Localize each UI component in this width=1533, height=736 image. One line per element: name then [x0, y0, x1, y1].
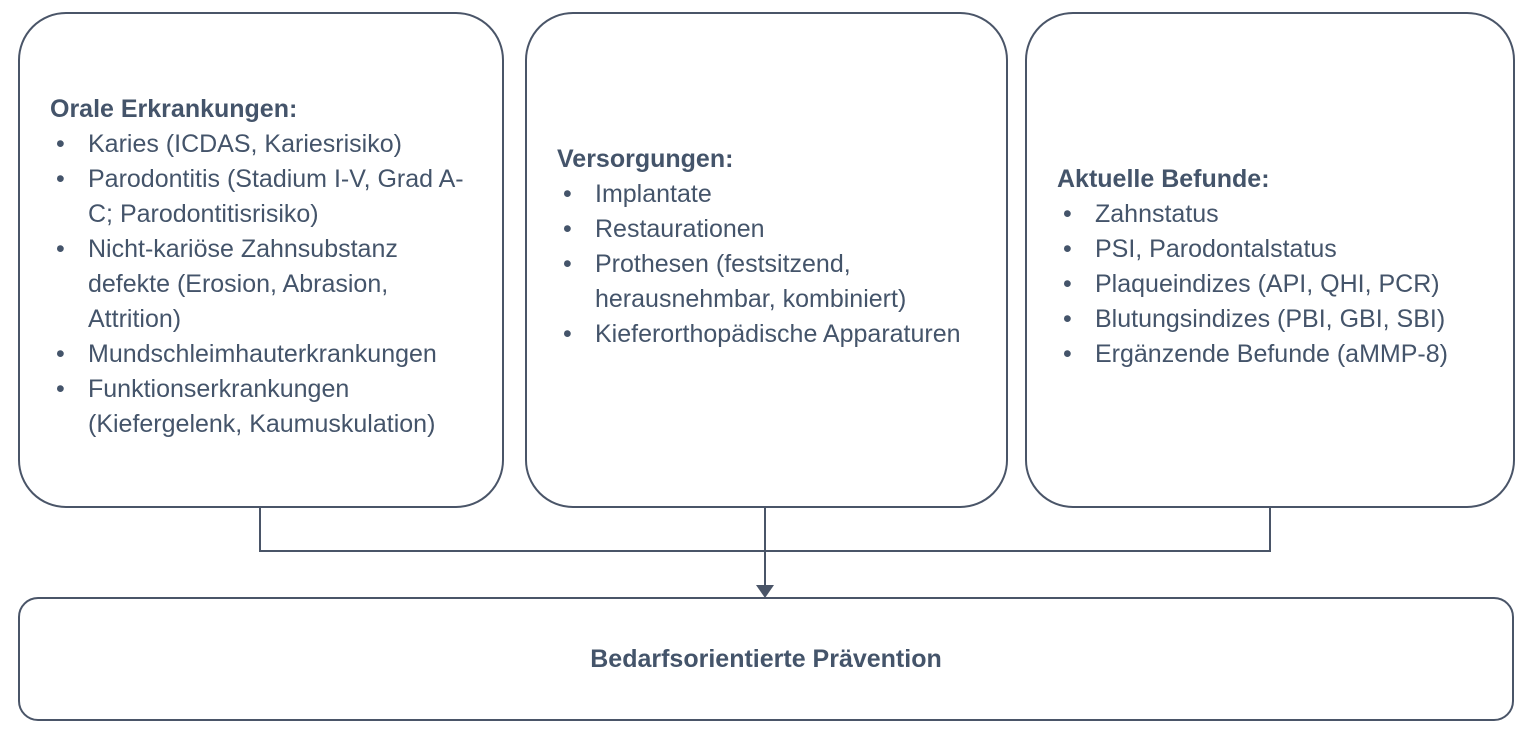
- list-item: • Ergänzende Befunde (aMMP-8): [1057, 337, 1497, 372]
- connector-line-box2: [764, 506, 766, 589]
- box-orale-erkrankungen-content: Orale Erkrankungen: • Karies (ICDAS, Kar…: [50, 92, 484, 442]
- box-aktuelle-befunde-title: Aktuelle Befunde:: [1057, 165, 1270, 193]
- list-item-label: Mundschleimhauterkrankungen: [88, 340, 437, 368]
- list-item: • Prothesen (festsitzend, herausnehmbar,…: [557, 247, 990, 317]
- box-versorgungen-content: Versorgungen: • Implantate • Restauratio…: [557, 142, 990, 352]
- arrow-head-icon: [756, 585, 774, 598]
- list-item: • Parodontitis (Stadium I-V, Grad A-C; P…: [50, 162, 484, 232]
- list-item-label: PSI, Parodontalstatus: [1095, 235, 1337, 263]
- box-orale-erkrankungen-list: • Karies (ICDAS, Kariesrisiko) • Parodon…: [50, 127, 484, 442]
- list-item: • Restaurationen: [557, 212, 990, 247]
- list-item-label: Blutungsindizes (PBI, GBI, SBI): [1095, 305, 1446, 333]
- box-aktuelle-befunde-list: • Zahnstatus • PSI, Parodontalstatus • P…: [1057, 197, 1497, 372]
- list-item: • Zahnstatus: [1057, 197, 1497, 232]
- outcome-label: Bedarfsorientierte Prävention: [590, 644, 942, 673]
- list-item: • Funktionserkrankungen (Kiefergelenk, K…: [50, 372, 484, 442]
- box-aktuelle-befunde-content: Aktuelle Befunde: • Zahnstatus • PSI, Pa…: [1057, 162, 1497, 372]
- bullet-icon: •: [56, 165, 65, 193]
- box-versorgungen-title: Versorgungen:: [557, 145, 734, 173]
- bullet-icon: •: [1063, 200, 1072, 228]
- connector-line-box3: [1269, 506, 1271, 552]
- bullet-icon: •: [56, 130, 65, 158]
- bullet-icon: •: [1063, 340, 1072, 368]
- box-aktuelle-befunde[interactable]: Aktuelle Befunde: • Zahnstatus • PSI, Pa…: [1025, 12, 1515, 508]
- list-item-label: Funktionserkrankungen (Kiefergelenk, Kau…: [88, 375, 436, 438]
- connector-line-box1: [259, 506, 261, 552]
- box-versorgungen-list: • Implantate • Restaurationen • Prothese…: [557, 177, 990, 352]
- bullet-icon: •: [56, 340, 65, 368]
- bullet-icon: •: [563, 215, 572, 243]
- list-item: • Plaqueindizes (API, QHI, PCR): [1057, 267, 1497, 302]
- box-versorgungen[interactable]: Versorgungen: • Implantate • Restauratio…: [525, 12, 1008, 508]
- list-item: • Mundschleimhauterkrankungen: [50, 337, 484, 372]
- list-item-label: Implantate: [595, 180, 712, 208]
- bullet-icon: •: [1063, 305, 1072, 333]
- list-item-label: Plaqueindizes (API, QHI, PCR): [1095, 270, 1440, 298]
- list-item: • Kieferorthopädische Apparaturen: [557, 317, 990, 352]
- list-item-label: Parodontitis (Stadium I-V, Grad A-C; Par…: [88, 165, 464, 228]
- list-item-label: Restaurationen: [595, 215, 765, 243]
- bullet-icon: •: [56, 235, 65, 263]
- list-item-label: Kieferorthopädische Apparaturen: [595, 320, 961, 348]
- list-item-label: Karies (ICDAS, Kariesrisiko): [88, 130, 402, 158]
- list-item-label: Prothesen (festsitzend, herausnehmbar, k…: [595, 250, 907, 313]
- list-item: • Blutungsindizes (PBI, GBI, SBI): [1057, 302, 1497, 337]
- bullet-icon: •: [563, 180, 572, 208]
- bullet-icon: •: [563, 320, 572, 348]
- list-item-label: Nicht-kariöse Zahnsubstanz defekte (Eros…: [88, 235, 398, 333]
- bullet-icon: •: [56, 375, 65, 403]
- box-orale-erkrankungen[interactable]: Orale Erkrankungen: • Karies (ICDAS, Kar…: [18, 12, 504, 508]
- bullet-icon: •: [1063, 270, 1072, 298]
- list-item-label: Ergänzende Befunde (aMMP-8): [1095, 340, 1448, 368]
- list-item-label: Zahnstatus: [1095, 200, 1219, 228]
- list-item: • Karies (ICDAS, Kariesrisiko): [50, 127, 484, 162]
- list-item: • Implantate: [557, 177, 990, 212]
- bullet-icon: •: [1063, 235, 1072, 263]
- box-bedarfsorientierte-praevention[interactable]: Bedarfsorientierte Prävention: [18, 597, 1514, 721]
- list-item: • Nicht-kariöse Zahnsubstanz defekte (Er…: [50, 232, 484, 337]
- bullet-icon: •: [563, 250, 572, 278]
- box-orale-erkrankungen-title: Orale Erkrankungen:: [50, 95, 298, 123]
- list-item: • PSI, Parodontalstatus: [1057, 232, 1497, 267]
